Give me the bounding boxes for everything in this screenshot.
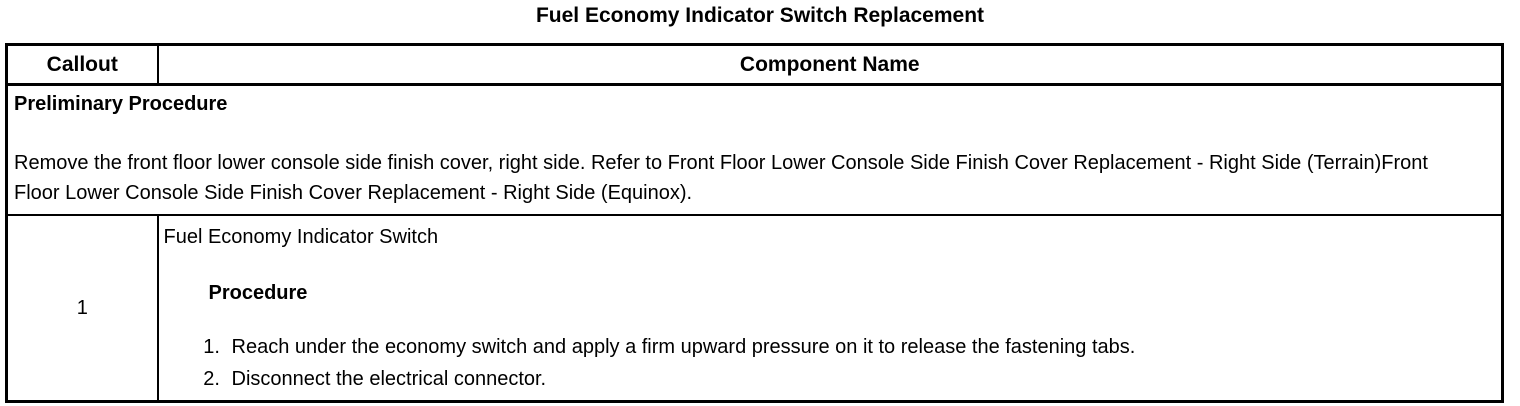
preliminary-procedure-cell: Preliminary Procedure Remove the front f… bbox=[5, 83, 1504, 216]
page-title: Fuel Economy Indicator Switch Replacemen… bbox=[535, 4, 985, 27]
table-header-row: Callout Component Name bbox=[5, 43, 1504, 86]
component-table: Callout Component Name Preliminary Proce… bbox=[5, 43, 1504, 403]
component-name: Fuel Economy Indicator Switch bbox=[163, 226, 439, 248]
callout-number: 1 bbox=[5, 214, 159, 403]
component-cell: Fuel Economy Indicator Switch Procedure … bbox=[156, 214, 1504, 403]
procedure-steps: Reach under the economy switch and apply… bbox=[164, 335, 1494, 392]
procedure-heading: Procedure bbox=[208, 282, 308, 304]
preliminary-procedure-heading: Preliminary Procedure bbox=[14, 93, 228, 115]
procedure-step-1: Reach under the economy switch and apply… bbox=[226, 335, 1494, 360]
preliminary-procedure-row: Preliminary Procedure Remove the front f… bbox=[5, 83, 1504, 216]
column-header-callout: Callout bbox=[5, 43, 159, 86]
procedure-step-2: Disconnect the electrical connector. bbox=[226, 367, 1494, 392]
column-header-component-name: Component Name bbox=[156, 43, 1504, 86]
table-row: 1 Fuel Economy Indicator Switch Procedur… bbox=[5, 214, 1504, 403]
preliminary-procedure-text: Remove the front floor lower console sid… bbox=[14, 152, 1428, 204]
